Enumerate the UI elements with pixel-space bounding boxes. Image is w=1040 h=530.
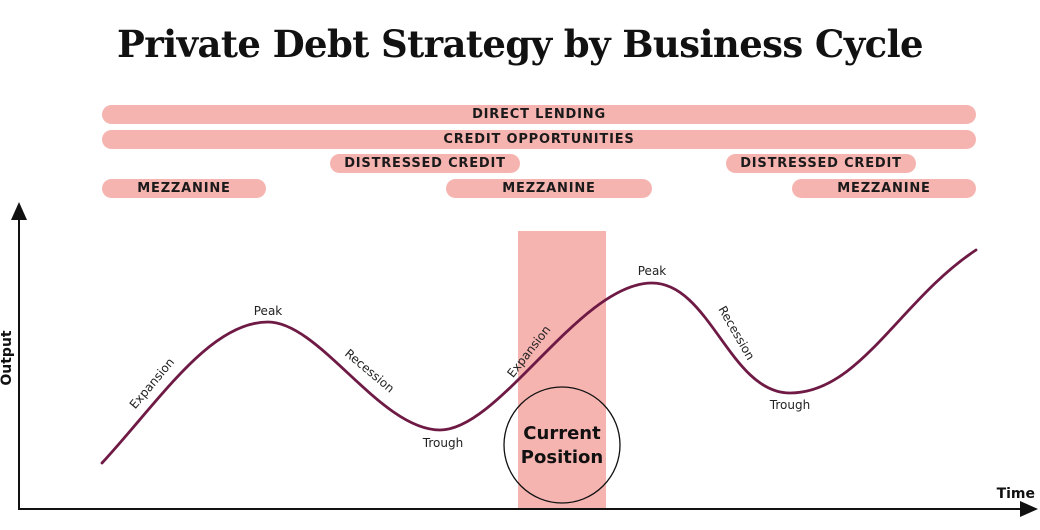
page-title: Private Debt Strategy by Business Cycle — [117, 22, 924, 66]
band-credit-opportunities: CREDIT OPPORTUNITIES — [102, 130, 976, 149]
band-direct-lending: DIRECT LENDING — [102, 105, 976, 124]
phase-recession-first: Recession — [342, 346, 397, 395]
band-mezzanine-first: MEZZANINE — [102, 179, 266, 198]
current-position-circle — [503, 386, 621, 504]
phase-trough-second: Trough — [769, 398, 810, 412]
y-axis-label: Output — [0, 330, 15, 386]
band-distressed-credit-second: DISTRESSED CREDIT — [726, 154, 916, 173]
phase-recession-second: Recession — [715, 304, 757, 363]
current-position-label-line1: Current — [523, 423, 601, 444]
current-position-label-line2: Position — [521, 447, 603, 468]
band-distressed-credit-first: DISTRESSED CREDIT — [330, 154, 520, 173]
business-cycle-curve — [100, 248, 978, 465]
x-axis-label: Time — [997, 486, 1035, 502]
phase-peak-first: Peak — [254, 304, 283, 318]
band-mezzanine-third: MEZZANINE — [792, 179, 976, 198]
band-mezzanine-second: MEZZANINE — [446, 179, 652, 198]
current-position-highlight — [518, 231, 606, 510]
phase-peak-second: Peak — [638, 264, 667, 278]
phase-trough-first: Trough — [422, 436, 463, 450]
